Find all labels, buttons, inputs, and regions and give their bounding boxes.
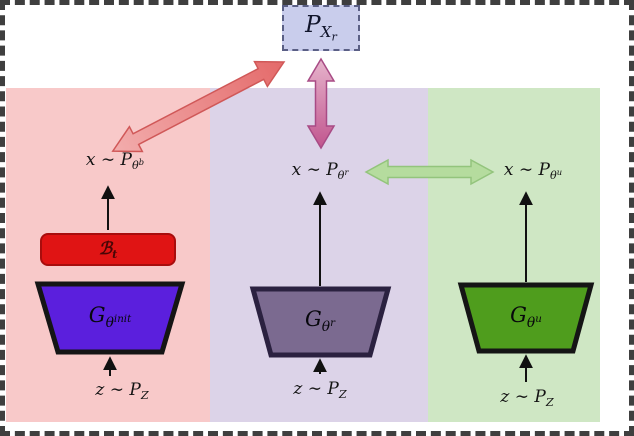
generator-r-label: Gθr <box>304 307 336 335</box>
generator-init-label: Gθinit <box>88 303 132 331</box>
x-sample-label-bootstrap: x ∼ Pθb <box>85 150 145 172</box>
x-sample-label-reference: x ∼ Pθr <box>291 160 349 182</box>
z-prior-label-bootstrap: z ∼ PZ <box>95 380 149 402</box>
z-prior-label-reference: z ∼ PZ <box>293 379 347 401</box>
reference-distribution-box: PXr <box>282 5 360 51</box>
reference-distribution-label: PXr <box>305 12 337 44</box>
x-sample-label-update: x ∼ Pθu <box>503 160 563 182</box>
buffer-box: ℬt <box>40 233 176 266</box>
buffer-label: ℬt <box>98 238 118 261</box>
panel-reference <box>210 88 428 422</box>
generator-u-label: Gθu <box>510 303 542 331</box>
panel-update <box>428 88 600 422</box>
z-prior-label-update: z ∼ PZ <box>500 387 554 409</box>
